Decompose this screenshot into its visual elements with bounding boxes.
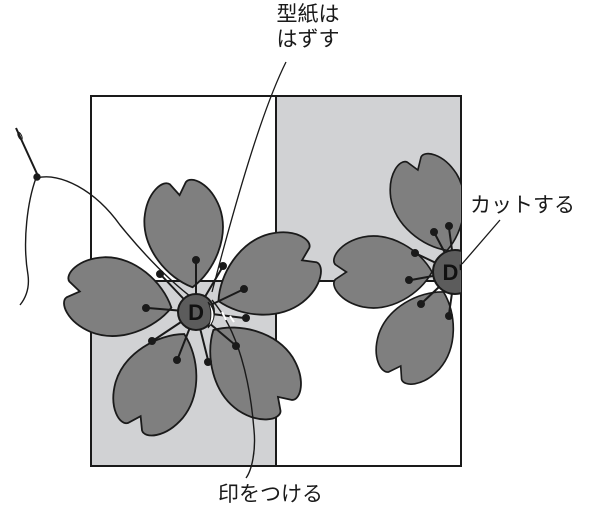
center-letter-right: D' <box>442 260 463 285</box>
thread-tail <box>19 177 37 306</box>
center-letter-left: D <box>188 300 204 325</box>
flower-right: D' <box>333 145 463 396</box>
needle-and-thread <box>15 127 196 306</box>
thread <box>36 176 196 301</box>
mark-label: 印をつける <box>218 482 323 506</box>
remove-pattern-leader <box>211 61 287 293</box>
cut-label: カットする <box>470 193 575 217</box>
flower-left: D <box>58 175 333 448</box>
remove-pattern-line1: 型紙は <box>276 2 340 26</box>
remove-pattern-line2: はずす <box>276 27 340 51</box>
cut-leader <box>461 219 501 265</box>
remove-pattern-label: 型紙は はずす <box>258 2 358 52</box>
mark-pointer-line <box>211 299 256 479</box>
flower-center-right <box>432 249 461 295</box>
needle-icon <box>15 127 39 177</box>
